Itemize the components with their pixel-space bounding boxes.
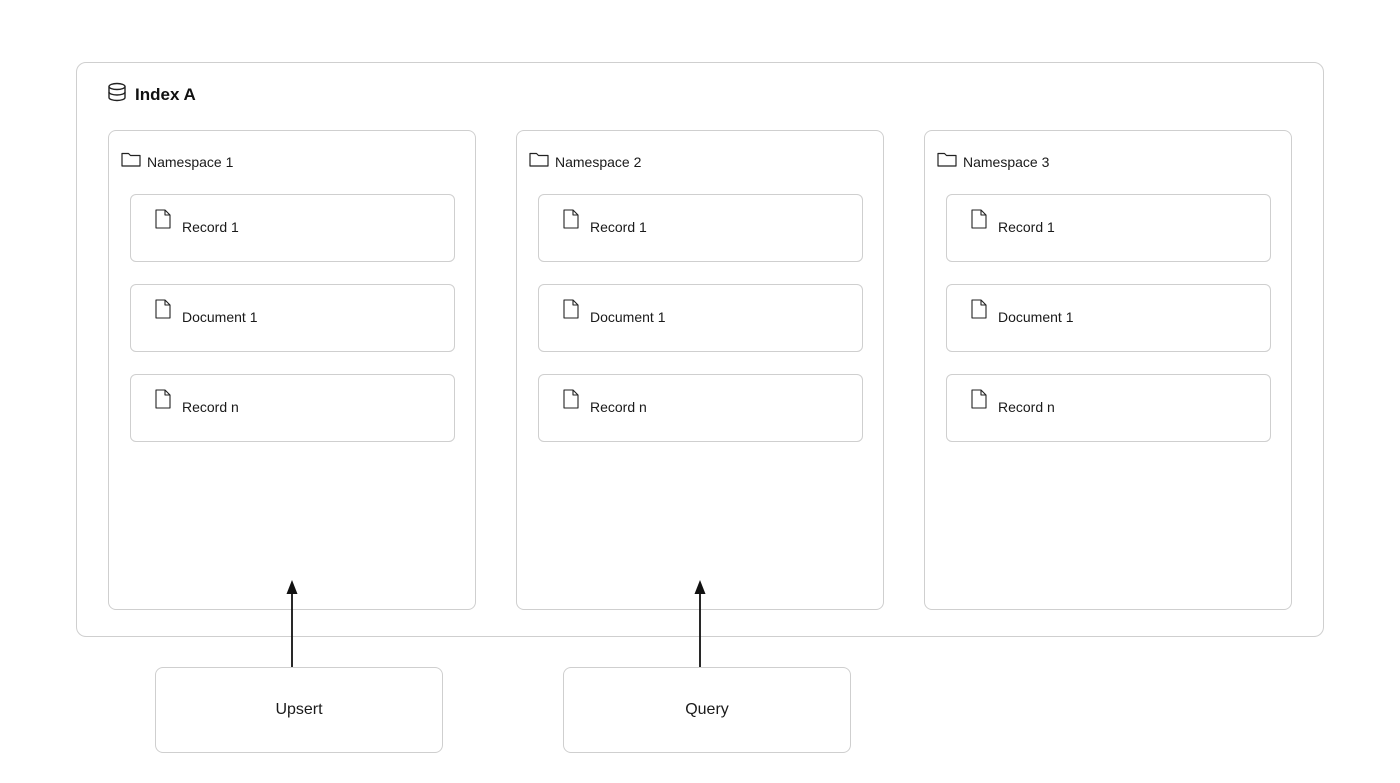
record-label: Record n [998, 399, 1055, 415]
namespace-header: Namespace 1 [121, 151, 233, 172]
document-label: Document 1 [590, 309, 666, 325]
file-icon [155, 389, 171, 414]
file-icon [971, 299, 987, 324]
record-label: Record n [182, 399, 239, 415]
file-icon [563, 209, 579, 234]
namespace-3[interactable]: Namespace 3 Record 1 Document 1 Record n [924, 130, 1292, 610]
query-button[interactable]: Query [563, 667, 851, 753]
document-label: Document 1 [182, 309, 258, 325]
namespace-header: Namespace 3 [937, 151, 1049, 172]
file-icon [155, 299, 171, 324]
file-icon [971, 389, 987, 414]
record-label: Record 1 [590, 219, 647, 235]
document-item[interactable]: Document 1 [130, 284, 455, 352]
record-item[interactable]: Record n [130, 374, 455, 442]
document-item[interactable]: Document 1 [538, 284, 863, 352]
file-icon [563, 299, 579, 324]
record-label: Record n [590, 399, 647, 415]
document-label: Document 1 [998, 309, 1074, 325]
namespace-label: Namespace 2 [555, 153, 642, 170]
document-item[interactable]: Document 1 [946, 284, 1271, 352]
record-label: Record 1 [998, 219, 1055, 235]
database-icon [107, 82, 127, 107]
file-icon [563, 389, 579, 414]
index-header: Index A [107, 82, 196, 107]
namespace-header: Namespace 2 [529, 151, 641, 172]
folder-icon [121, 151, 141, 172]
record-item[interactable]: Record n [946, 374, 1271, 442]
record-item[interactable]: Record 1 [130, 194, 455, 262]
namespace-label: Namespace 3 [963, 153, 1050, 170]
folder-icon [937, 151, 957, 172]
file-icon [155, 209, 171, 234]
record-item[interactable]: Record 1 [946, 194, 1271, 262]
index-title: Index A [135, 84, 196, 104]
folder-icon [529, 151, 549, 172]
record-item[interactable]: Record n [538, 374, 863, 442]
file-icon [971, 209, 987, 234]
record-item[interactable]: Record 1 [538, 194, 863, 262]
namespace-label: Namespace 1 [147, 153, 234, 170]
namespace-2[interactable]: Namespace 2 Record 1 Document 1 Record n [516, 130, 884, 610]
namespace-1[interactable]: Namespace 1 Record 1 Document 1 Record n [108, 130, 476, 610]
upsert-button[interactable]: Upsert [155, 667, 443, 753]
record-label: Record 1 [182, 219, 239, 235]
